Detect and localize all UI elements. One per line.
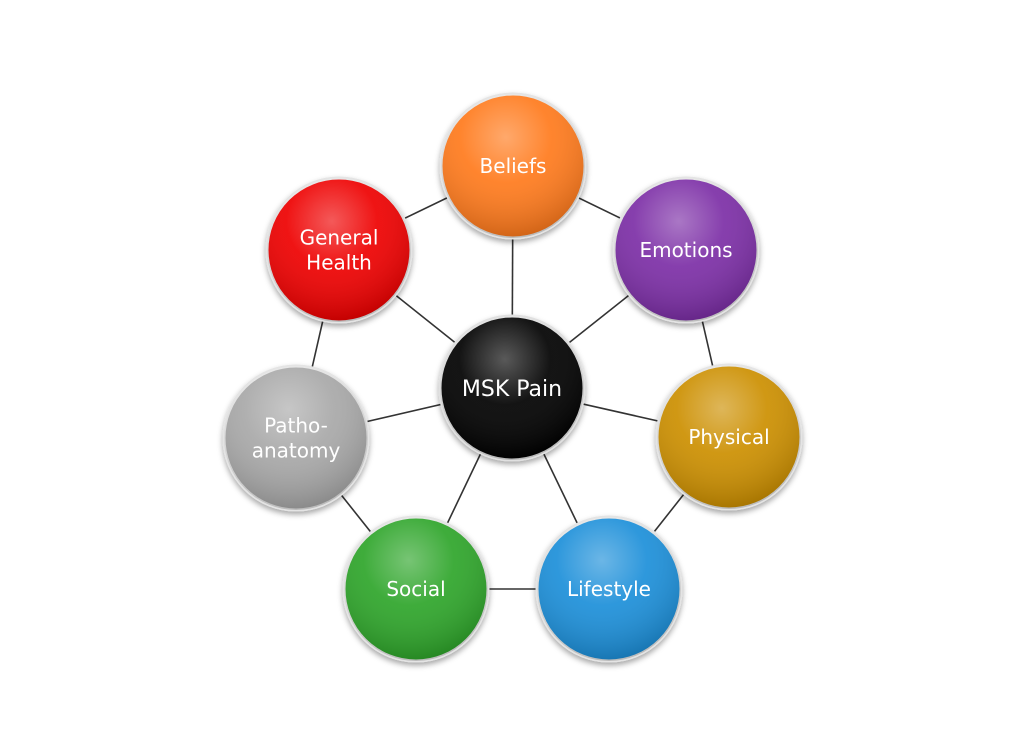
node-gloss-beliefs (441, 94, 585, 238)
node-emotions: Emotions (612, 176, 760, 324)
node-social: Social (342, 515, 490, 663)
node-label-social: Social (386, 577, 445, 601)
node-label-physical: Physical (688, 425, 769, 449)
node-gloss-lifestyle (537, 517, 681, 661)
node-pathoanatomy: Patho-anatomy (222, 364, 370, 512)
center-gloss (440, 316, 584, 460)
node-gloss-pathoanatomy (224, 366, 368, 510)
node-physical: Physical (655, 363, 803, 511)
node-beliefs: Beliefs (439, 92, 587, 240)
node-label-emotions: Emotions (639, 238, 732, 262)
node-label-lifestyle: Lifestyle (567, 577, 651, 601)
node-label-beliefs: Beliefs (480, 154, 547, 178)
node-label-general-health-line-2: Health (306, 251, 372, 275)
node-gloss-social (344, 517, 488, 661)
node-label-general-health-line-1: General (300, 226, 379, 250)
node-lifestyle: Lifestyle (535, 515, 683, 663)
node-gloss-emotions (614, 178, 758, 322)
node-label-pathoanatomy-line-1: Patho- (264, 414, 328, 438)
node-gloss-general-health (267, 178, 411, 322)
center-node: MSK Pain (438, 314, 586, 462)
node-gloss-physical (657, 365, 801, 509)
center-label: MSK Pain (462, 377, 562, 402)
node-label-pathoanatomy-line-2: anatomy (252, 439, 341, 463)
